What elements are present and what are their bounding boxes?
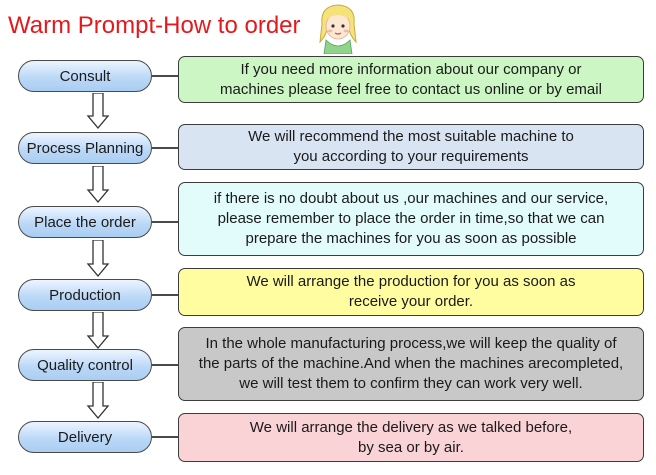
description-line: machines please feel free to contact us …: [220, 80, 602, 98]
description-line: If you need more information about our c…: [240, 60, 582, 78]
step-delivery: Delivery: [18, 421, 152, 453]
step-process-planning: Process Planning: [18, 132, 152, 164]
down-arrow-icon: [86, 382, 110, 420]
description-line: we will test them to confirm they can wo…: [239, 375, 583, 392]
description-line: We will recommend the most suitable mach…: [248, 128, 574, 145]
description-line: In the whole manufacturing process,we wi…: [205, 335, 617, 352]
down-arrow-icon: [86, 312, 110, 350]
connector-line: [152, 364, 178, 366]
page-title: Warm Prompt-How to order: [8, 12, 301, 39]
connector-line: [152, 147, 178, 149]
place-order-description-box: if there is no doubt about us ,our machi…: [178, 182, 644, 256]
connector-line: [152, 294, 178, 296]
description-line: receive your order.: [348, 293, 474, 310]
description-line: We will arrange the production for you a…: [246, 273, 576, 290]
description-line: We will arrange the delivery as we talke…: [249, 418, 573, 436]
down-arrow-icon: [86, 240, 110, 278]
step-consult: Consult: [18, 60, 152, 92]
production-description-box: We will arrange the production for you a…: [178, 268, 644, 316]
quality-control-description-box: In the whole manufacturing process,we wi…: [178, 327, 644, 401]
down-arrow-icon: [86, 93, 110, 130]
description-line: the parts of the machine.And when the ma…: [198, 355, 624, 372]
connector-line: [152, 221, 178, 223]
down-arrow-icon: [86, 166, 110, 204]
step-quality-control: Quality control: [18, 349, 152, 381]
delivery-description-box: We will arrange the delivery as we talke…: [178, 413, 644, 462]
connector-line: [152, 75, 178, 77]
connector-line: [152, 436, 178, 438]
consult-description-box: If you need more information about our c…: [178, 56, 644, 103]
step-production: Production: [18, 279, 152, 311]
description-line: you according to your requirements: [293, 148, 529, 165]
description-line: if there is no doubt about us ,our machi…: [213, 190, 609, 207]
cartoon-girl-icon: [319, 4, 357, 54]
process-planning-description-box: We will recommend the most suitable mach…: [178, 124, 644, 170]
step-place-the-order: Place the order: [18, 206, 152, 238]
description-line: by sea or by air.: [358, 438, 464, 456]
description-line: prepare the machines for you as soon as …: [245, 230, 577, 247]
description-line: please remember to place the order in ti…: [217, 210, 605, 227]
